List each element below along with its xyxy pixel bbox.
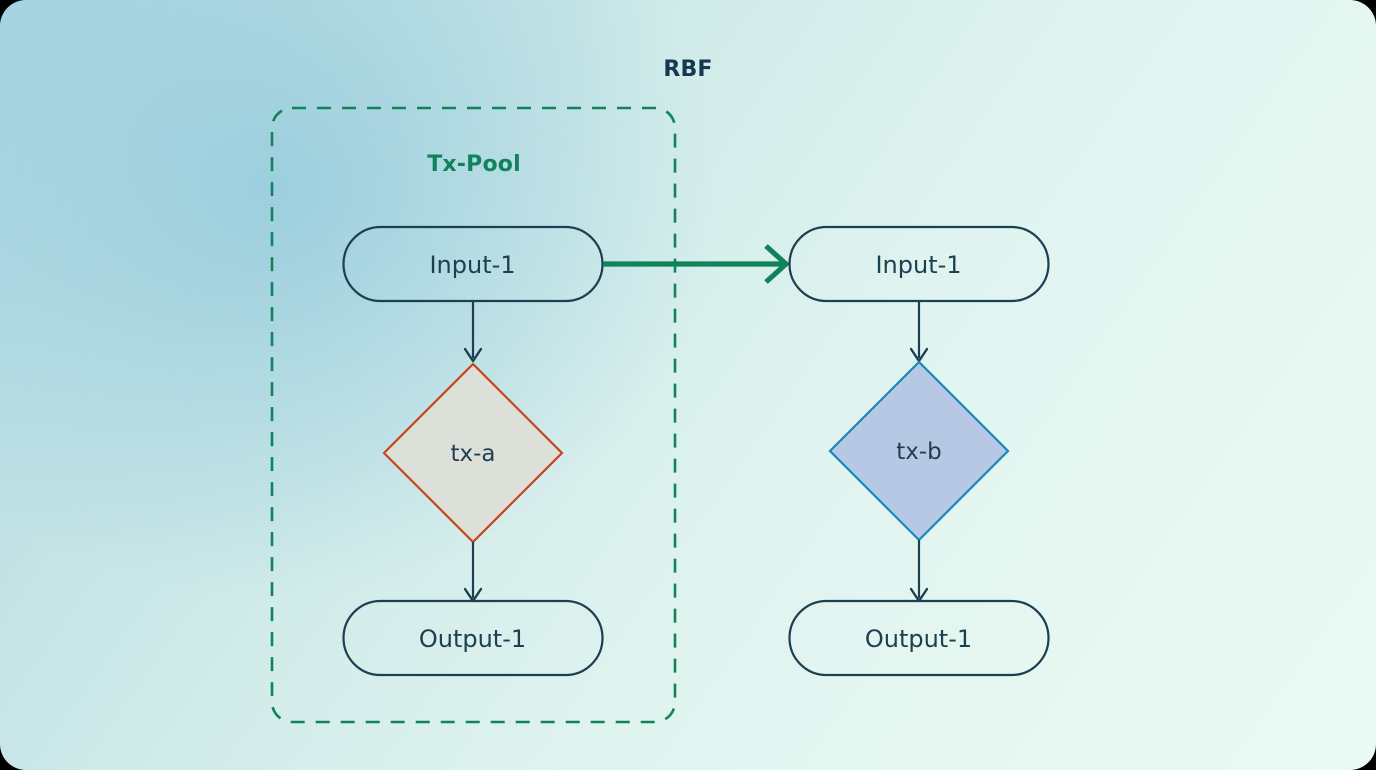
node-pool-input-1[interactable]	[342, 225, 604, 303]
edge-replace-arrow	[603, 244, 790, 284]
edge-pool-txa-to-output	[463, 542, 483, 603]
node-pool-output-1[interactable]	[342, 599, 604, 677]
diagram-title: RBF	[663, 57, 713, 82]
node-rbf-tx-b[interactable]	[828, 360, 1010, 542]
node-pool-tx-a[interactable]	[382, 362, 564, 544]
edge-rbf-input-to-txb	[909, 301, 929, 363]
tx-pool-group-label: Tx-Pool	[427, 152, 521, 177]
edge-pool-input-to-txa	[463, 301, 483, 363]
edge-rbf-txb-to-output	[909, 540, 929, 603]
tx-pool-group-box	[270, 106, 677, 724]
node-rbf-input-1[interactable]	[788, 225, 1050, 303]
node-rbf-output-1[interactable]	[788, 599, 1050, 677]
